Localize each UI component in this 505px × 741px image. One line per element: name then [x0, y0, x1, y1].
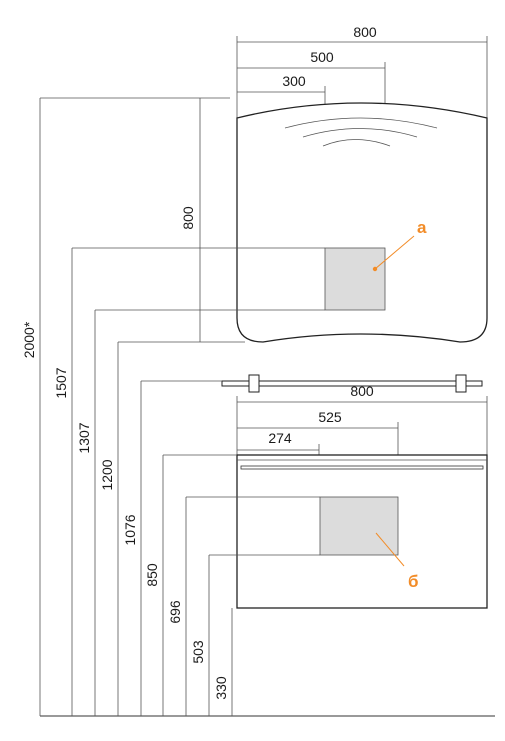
height-2000: 2000* [21, 321, 37, 358]
mirror-outline [236, 102, 488, 343]
cabinet-drawer-panel [319, 496, 399, 556]
height-1076: 1076 [122, 514, 138, 545]
cabinet-width-525: 525 [318, 409, 342, 425]
mirror-shelf-panel [324, 247, 386, 311]
height-1307: 1307 [76, 422, 92, 453]
height-330: 330 [213, 676, 229, 700]
callout-b-leader [375, 532, 405, 567]
mirror-width-300: 300 [282, 73, 306, 89]
callout-a: а [417, 218, 427, 237]
mirror-height-800: 800 [180, 206, 196, 230]
callout-b: б [408, 572, 419, 591]
mirror-width-500: 500 [310, 49, 334, 65]
mirror-width-800: 800 [353, 24, 377, 40]
cabinet-width-800: 800 [350, 383, 374, 399]
height-1200: 1200 [99, 459, 115, 490]
shelf-bracket-right [455, 374, 467, 393]
height-503: 503 [190, 640, 206, 664]
height-1507: 1507 [53, 367, 69, 398]
shelf-bracket-left [248, 374, 260, 393]
height-dimensions: 2000* 1507 1307 1200 1076 850 696 503 33… [21, 97, 325, 716]
callout-a-leader [374, 235, 415, 270]
height-696: 696 [167, 600, 183, 624]
cabinet-group: 800 525 274 б [221, 374, 488, 609]
height-850: 850 [144, 563, 160, 587]
cabinet-handle [240, 465, 484, 470]
cabinet-width-274: 274 [268, 430, 292, 446]
mirror-group: 800 500 300 а 800 [180, 24, 488, 343]
glass-shelf [221, 380, 483, 387]
